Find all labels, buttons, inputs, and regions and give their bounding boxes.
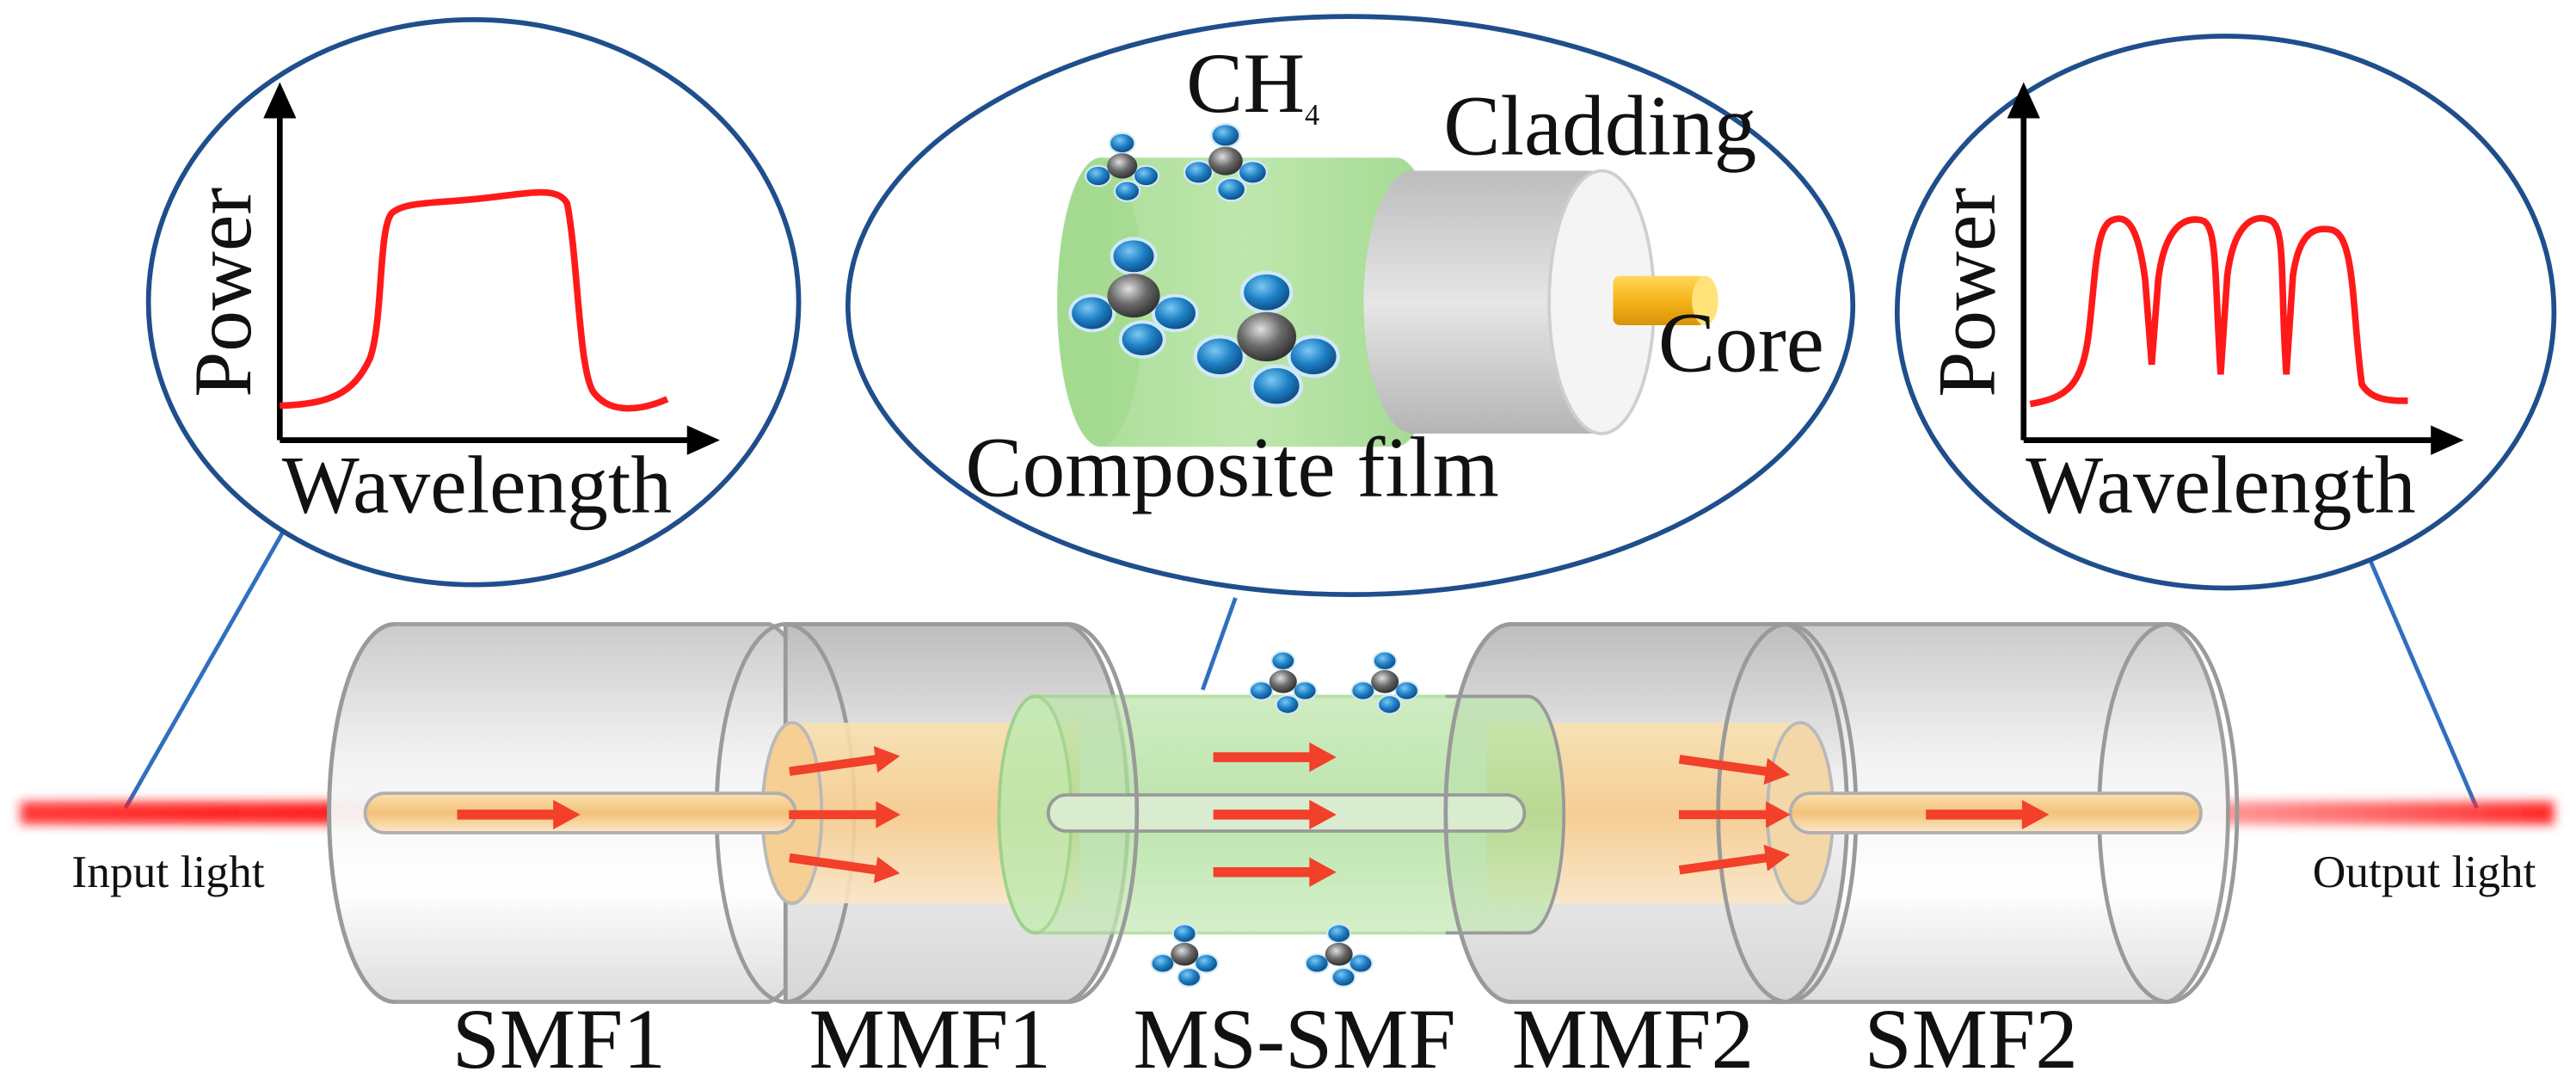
output-spectrum-curve bbox=[2029, 214, 2408, 408]
y-axis-arrow-icon bbox=[263, 82, 297, 119]
leader-line-input bbox=[123, 527, 287, 810]
input-spectrum-bubble: Power Wavelength bbox=[145, 17, 802, 588]
output-light-label: Output light bbox=[2313, 846, 2536, 897]
gas-label: CH4 bbox=[1186, 37, 1319, 132]
segment-label-mmf1: MMF1 bbox=[809, 993, 1051, 1084]
segment-label-smf1: SMF1 bbox=[452, 993, 666, 1084]
output-x-label: Wavelength bbox=[2026, 440, 2415, 531]
segment-label-mmf2: MMF2 bbox=[1512, 993, 1754, 1084]
input-spectrum-curve bbox=[280, 188, 669, 412]
segment-label-ms-smf: MS-SMF bbox=[1134, 993, 1456, 1084]
segment-label-smf2: SMF2 bbox=[1865, 993, 2078, 1084]
x-axis-arrow-icon bbox=[2431, 425, 2464, 455]
composite-film-label: Composite film bbox=[965, 422, 1498, 515]
sensor-detail-bubble: CH4 Cladding Core Composite film bbox=[845, 14, 1856, 597]
input-light-beam bbox=[20, 801, 376, 825]
fiber-structure bbox=[20, 622, 2554, 1004]
output-spectrum-bubble: Power Wavelength bbox=[1894, 34, 2557, 591]
cladding-label: Cladding bbox=[1443, 79, 1756, 173]
core-label: Core bbox=[1658, 296, 1824, 390]
leader-line-output bbox=[2363, 547, 2479, 810]
input-y-label: Power bbox=[177, 188, 268, 397]
core-rod bbox=[1613, 275, 1706, 325]
input-x-label: Wavelength bbox=[282, 440, 672, 531]
y-axis-arrow-icon bbox=[2007, 82, 2040, 119]
segment-labels: SMF1 MMF1 MS-SMF MMF2 SMF2 bbox=[452, 993, 2078, 1084]
output-light-beam bbox=[2184, 801, 2554, 825]
output-y-label: Power bbox=[1921, 188, 2012, 397]
leader-line-sensor bbox=[1200, 597, 1238, 691]
input-light-label: Input light bbox=[71, 846, 264, 897]
x-axis-arrow-icon bbox=[686, 425, 720, 455]
gas-subscript: 4 bbox=[1305, 99, 1319, 132]
leader-lines bbox=[123, 527, 2479, 810]
